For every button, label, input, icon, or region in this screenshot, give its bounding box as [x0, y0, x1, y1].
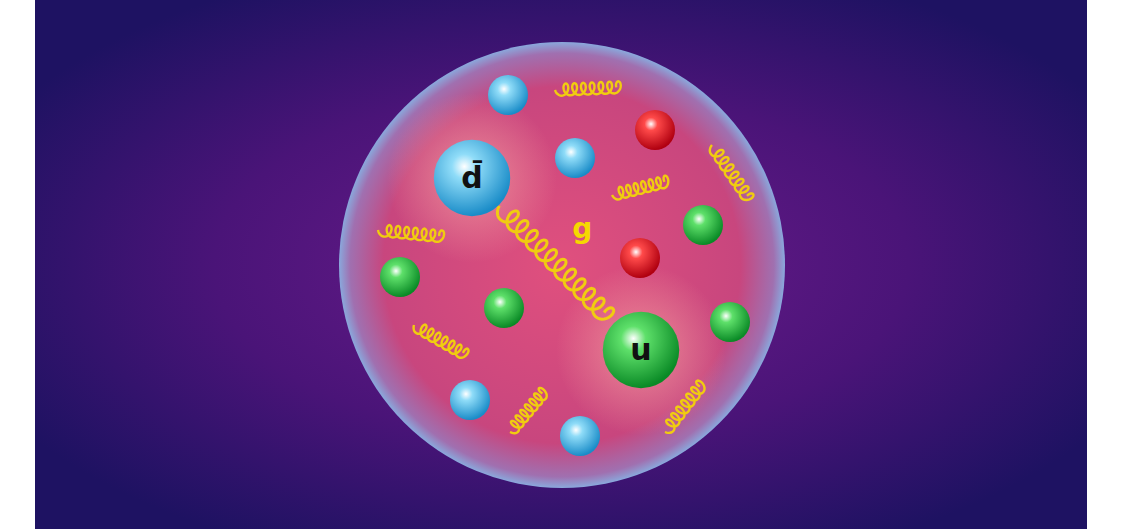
- gluon-label: g: [572, 215, 592, 243]
- gluon-spring: [414, 325, 469, 358]
- sea-quark: [710, 302, 750, 342]
- sea-quark: [450, 380, 490, 420]
- gluon-spring: [710, 145, 754, 200]
- gluon-spring: [555, 81, 621, 95]
- gluon-spring: [612, 176, 668, 200]
- sea-quark: [380, 257, 420, 297]
- sea-quark: [484, 288, 524, 328]
- gluon-spring: [665, 381, 705, 433]
- sea-quark: [683, 205, 723, 245]
- quark-sphere: u: [602, 311, 680, 389]
- sea-quark: [620, 238, 660, 278]
- sea-quark: [635, 110, 675, 150]
- quark-symbol: d̄: [461, 163, 482, 193]
- gluon-spring: [378, 225, 444, 242]
- gluon-spring: [510, 388, 547, 433]
- sea-quark: [555, 138, 595, 178]
- quark-sphere: d̄: [433, 139, 511, 217]
- sea-quark: [488, 75, 528, 115]
- sea-quark: [560, 416, 600, 456]
- gluon-line: [497, 206, 613, 319]
- quark-symbol: u: [630, 335, 651, 365]
